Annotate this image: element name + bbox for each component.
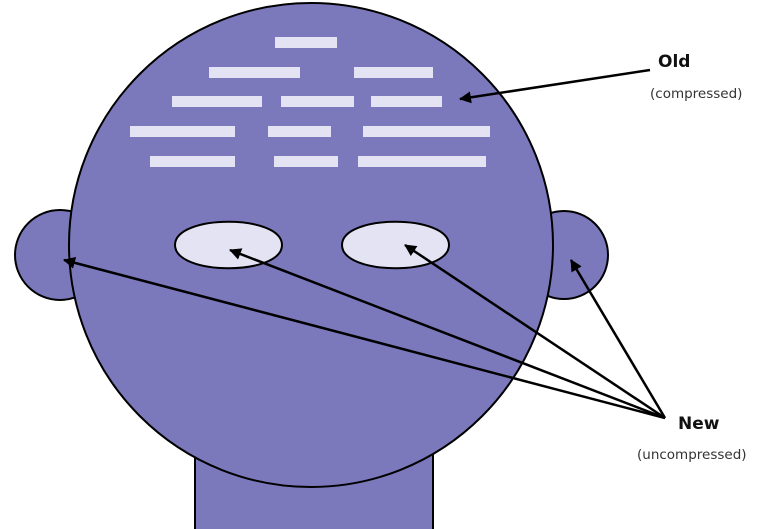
stripe [363, 126, 490, 137]
stripe [130, 126, 235, 137]
new-sublabel: (uncompressed) [637, 447, 747, 463]
stripe [150, 156, 235, 167]
stripe [358, 156, 486, 167]
stripe [371, 96, 442, 107]
head [69, 3, 553, 487]
stripe [172, 96, 262, 107]
stripe [274, 156, 338, 167]
arrow-new-to-right-ear [571, 260, 665, 418]
old-sublabel: (compressed) [650, 86, 742, 102]
stripe [209, 67, 300, 78]
old-label: Old [658, 52, 690, 72]
left-eye [175, 222, 282, 269]
stripe [268, 126, 331, 137]
new-label: New [678, 414, 719, 434]
stripe [281, 96, 354, 107]
stripe [354, 67, 433, 78]
right-eye [342, 222, 449, 269]
stripe [275, 37, 337, 48]
